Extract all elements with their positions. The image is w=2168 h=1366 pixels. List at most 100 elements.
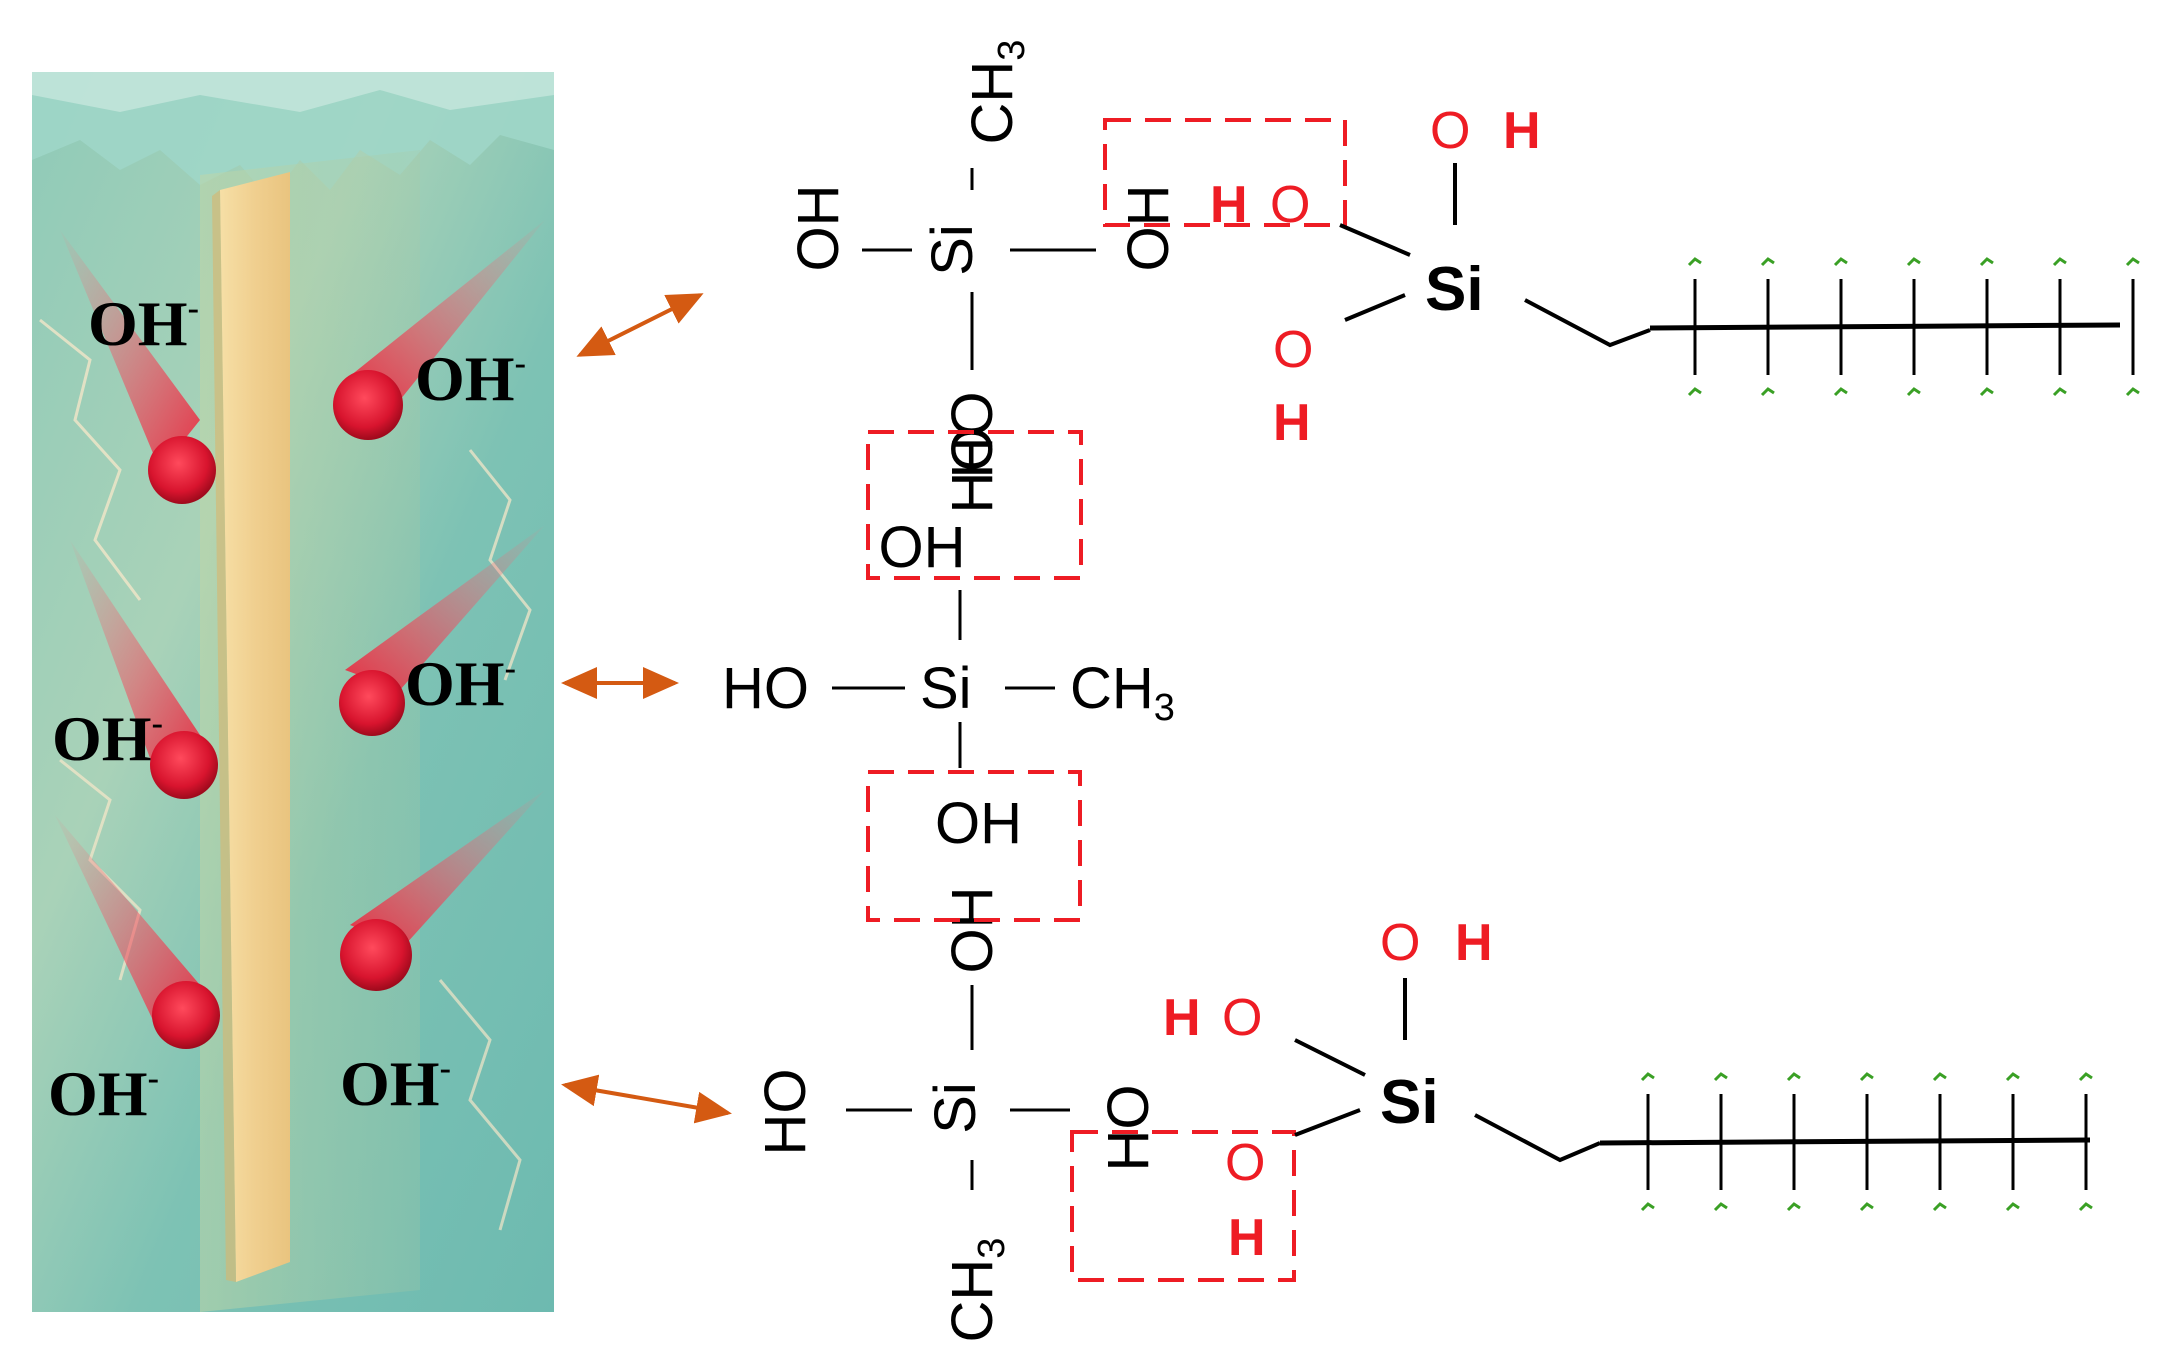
alkyl-linker <box>1524 298 1651 348</box>
micro-crack <box>468 449 532 681</box>
fluorine-mark <box>1713 1072 1728 1082</box>
methyl-group: CH3 <box>940 1238 1013 1343</box>
rock-crust <box>32 72 554 200</box>
silicon-atom: Si <box>923 1082 988 1134</box>
fluorine-mark <box>1760 257 1775 267</box>
fluorine-mark <box>2078 1072 2093 1082</box>
silicon-atom: Si <box>1380 1068 1439 1137</box>
fluorine-mark <box>2052 257 2067 267</box>
hydroxyl-group: HO <box>1096 1085 1161 1172</box>
bridging-hydroxyls: HO OH <box>940 427 1005 974</box>
hydroxyl-group: OH <box>940 887 1005 974</box>
hydroxide-label: OH- <box>405 648 516 719</box>
hydroxyl-group: HO <box>722 656 809 721</box>
hydroxide-label: OH- <box>415 343 526 414</box>
fluorine-mark <box>1640 1072 1655 1082</box>
ion-sphere <box>152 981 220 1049</box>
fluorine-mark <box>2005 1202 2020 1212</box>
fluorine-mark <box>1932 1072 1947 1082</box>
hydroxyl-group: OH <box>1116 185 1181 272</box>
hydrogen-atom: H <box>1503 102 1541 160</box>
silicon-atom: Si <box>920 224 985 276</box>
chain-substituents <box>1687 257 2140 397</box>
hydroxide-label: OH- <box>52 703 163 774</box>
fluorine-mark <box>1979 387 1994 397</box>
fluorocarbon-chain <box>1599 1137 2091 1146</box>
fluorine-mark <box>1906 387 1921 397</box>
ion-sphere <box>339 670 405 736</box>
fluorosilane-top: O H H O O H Si <box>1210 102 2140 452</box>
hydroxide-ion <box>70 540 218 799</box>
oxygen-atom: O <box>1380 914 1420 972</box>
bond <box>1294 1108 1361 1137</box>
chain-substituents <box>1640 1072 2093 1212</box>
fluorine-mark <box>1687 387 1702 397</box>
fluorine-mark <box>2078 1202 2093 1212</box>
hydrogen-atom: H <box>1210 176 1248 234</box>
hydrogen-atom: H <box>1273 394 1311 452</box>
fluorine-mark <box>2125 257 2140 267</box>
fluorine-mark <box>1906 257 1921 267</box>
silanol-molecule-bottom: Si HO HO CH3 <box>753 985 1161 1342</box>
silicon-atom: Si <box>1425 255 1484 324</box>
condensation-boxes <box>866 118 1347 1282</box>
hydroxide-ion <box>60 230 216 504</box>
condensation-box-upper <box>866 430 1083 580</box>
double-arrow-bottom <box>561 1074 732 1124</box>
connector-arrows <box>561 293 732 1124</box>
hydroxyl-group: HO <box>940 427 1005 514</box>
oxygen-atom: O <box>1270 176 1310 234</box>
hydroxide-ion <box>340 790 545 991</box>
hydrogen-atom: H <box>1228 1209 1266 1267</box>
fluorine-mark <box>2052 387 2067 397</box>
hydroxyl-group: OH <box>879 515 966 580</box>
bond <box>1339 223 1411 257</box>
hydroxide-ion <box>339 525 545 736</box>
hydroxyl-group: OH <box>935 791 1022 856</box>
alkyl-linker <box>1474 1113 1601 1163</box>
hydroxide-label: OH- <box>88 288 199 359</box>
fluorine-mark <box>1760 387 1775 397</box>
micro-crack <box>438 979 522 1231</box>
ion-sphere <box>148 436 216 504</box>
fluorine-mark <box>2005 1072 2020 1082</box>
ion-sphere <box>333 370 403 440</box>
bond <box>1294 1038 1366 1077</box>
oxygen-atom: O <box>1430 102 1470 160</box>
fluorine-mark <box>1640 1202 1655 1212</box>
fluorine-mark <box>1786 1202 1801 1212</box>
methyl-group: CH3 <box>1070 656 1175 729</box>
fluorine-mark <box>1833 257 1848 267</box>
fluorine-mark <box>1859 1072 1874 1082</box>
silicon-atom: Si <box>920 656 972 721</box>
fluorocarbon-chain <box>1649 322 2121 331</box>
hydroxyl-group: OH <box>786 185 851 272</box>
rock-panel: OH- OH- OH- OH- OH- OH- <box>32 72 554 1312</box>
ion-sphere <box>150 731 218 799</box>
micro-crack <box>39 318 142 601</box>
oxygen-atom: O <box>1273 321 1313 379</box>
oxygen-atom: O <box>1225 1134 1265 1192</box>
fluorine-mark <box>1786 1072 1801 1082</box>
hydrogen-atom: H <box>1455 914 1493 972</box>
hydrogen-atom: H <box>1163 989 1201 1047</box>
bond <box>1344 293 1406 322</box>
condensation-box-top <box>1103 118 1347 227</box>
hydroxide-label: OH- <box>340 1048 451 1119</box>
hydroxyl-group: HO <box>940 392 1005 479</box>
hydroxyl-group: HO <box>753 1069 818 1156</box>
silanol-molecule-middle: OH HO Si CH3 OH <box>722 515 1175 856</box>
oxygen-atom: O <box>1222 989 1262 1047</box>
fluorine-mark <box>1687 257 1702 267</box>
fluorine-mark <box>1859 1202 1874 1212</box>
hydroxide-ion <box>333 220 545 440</box>
fluorine-mark <box>2125 387 2140 397</box>
double-arrow-top <box>576 293 704 357</box>
fluorine-mark <box>1932 1202 1947 1212</box>
methyl-group: CH3 <box>960 40 1033 145</box>
fluorine-mark <box>1979 257 1994 267</box>
condensation-box-bottom <box>1070 1130 1296 1282</box>
silanol-molecule-top: Si OH OH CH3 HO <box>786 40 1181 479</box>
